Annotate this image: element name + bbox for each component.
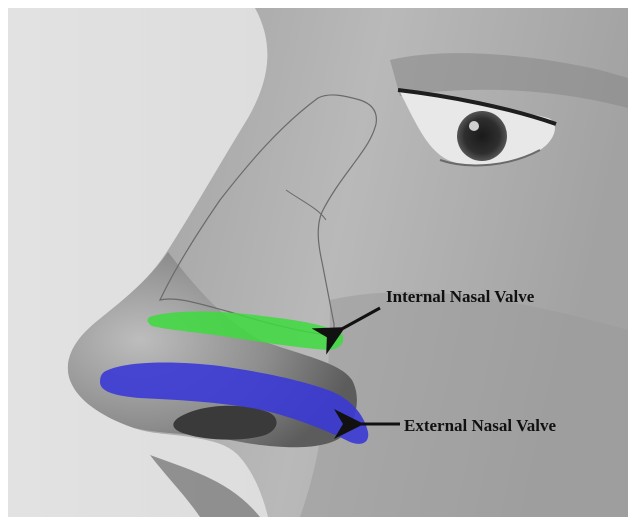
external-nasal-valve-label: External Nasal Valve: [404, 416, 557, 435]
internal-nasal-valve-label: Internal Nasal Valve: [386, 287, 535, 306]
eye-iris: [457, 111, 507, 161]
eye-highlight: [469, 121, 479, 131]
